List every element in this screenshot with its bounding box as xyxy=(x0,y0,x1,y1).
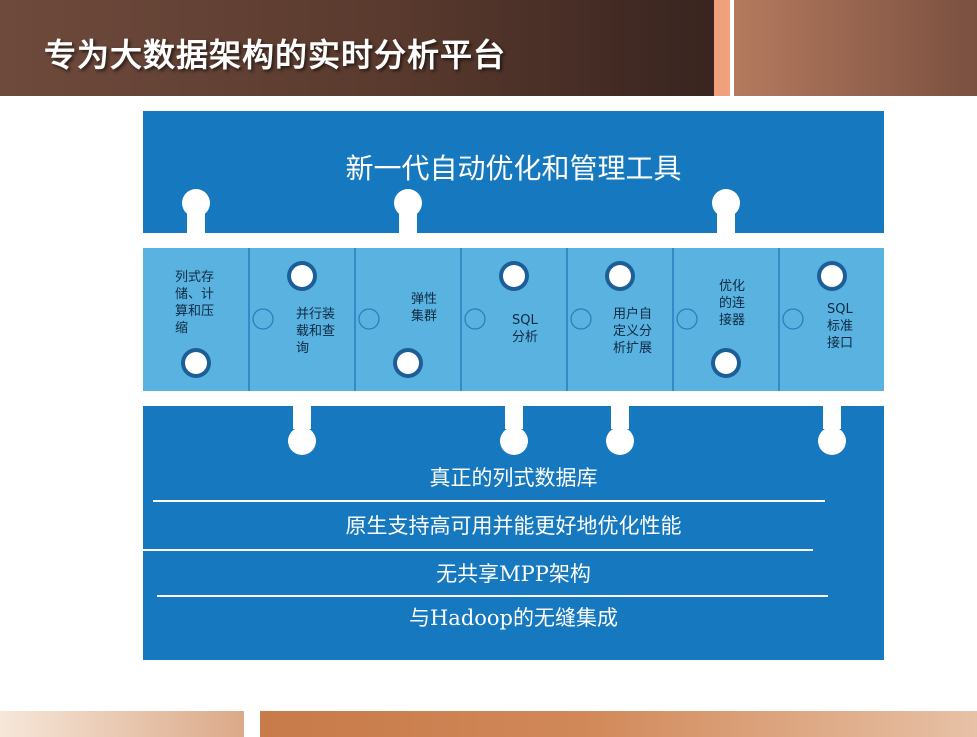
header-right-block xyxy=(734,0,977,96)
piece-label-line: 算和压 xyxy=(175,304,215,319)
piece-label-line: SQL xyxy=(512,313,538,328)
piece-label-line: 载和查 xyxy=(296,324,336,339)
piece-label-optimized-connectors: 优化 的连 接器 xyxy=(719,278,745,329)
footer-bar-right xyxy=(260,711,977,737)
bottom-sockets xyxy=(181,348,741,378)
side-nubs xyxy=(252,308,804,330)
top-sockets xyxy=(287,261,847,291)
top-knobs xyxy=(182,189,740,235)
piece-label-elastic-cluster: 弹性 集群 xyxy=(411,291,437,325)
puzzle-strip xyxy=(143,189,884,455)
piece-label-line: 缩 xyxy=(175,321,189,336)
feature-divider xyxy=(143,549,813,551)
piece-label-line: SQL xyxy=(827,302,853,317)
feature-divider xyxy=(157,595,828,597)
feature-panel: 新一代自动优化和管理工具 xyxy=(143,111,884,660)
header-divider xyxy=(730,0,734,96)
piece-label-line: 储、计 xyxy=(175,287,215,302)
piece-label-line: 并行装 xyxy=(296,307,336,322)
feature-shared-nothing-mpp: 无共享MPP架构 xyxy=(436,562,591,586)
piece-label-line: 析扩展 xyxy=(613,341,653,356)
feature-hadoop-integration: 与Hadoop的无缝集成 xyxy=(408,606,618,630)
piece-label-line: 分析 xyxy=(512,330,539,345)
header-accent-stripe xyxy=(714,0,730,96)
piece-label-sql-analysis: SQL 分析 xyxy=(512,312,538,346)
piece-label-line: 询 xyxy=(296,341,310,356)
feature-true-columnar-db: 真正的列式数据库 xyxy=(429,466,598,490)
piece-label-udf-extension: 用户自 定义分 析扩展 xyxy=(613,306,652,357)
piece-label-line: 列式存 xyxy=(175,270,215,285)
piece-label-columnar-storage: 列式存 储、计 算和压 缩 xyxy=(175,269,214,337)
piece-label-line: 的连 xyxy=(719,296,746,311)
slide-title: 专为大数据架构的实时分析平台 xyxy=(44,36,507,74)
piece-label-line: 接器 xyxy=(719,313,746,328)
piece-label-parallel-load: 并行装 载和查 询 xyxy=(296,306,335,357)
feature-native-ha: 原生支持高可用并能更好地优化性能 xyxy=(345,514,682,538)
piece-label-sql-standard-interface: SQL 标准 接口 xyxy=(827,301,853,352)
bottom-knobs xyxy=(288,391,846,455)
piece-label-line: 集群 xyxy=(411,309,438,324)
feature-divider xyxy=(153,500,825,502)
piece-label-line: 接口 xyxy=(827,336,854,351)
piece-label-line: 用户自 xyxy=(613,307,653,322)
piece-seams xyxy=(248,248,780,391)
footer-bar-left xyxy=(0,711,244,737)
piece-label-line: 定义分 xyxy=(613,324,653,339)
puzzle-top-edge xyxy=(143,233,884,248)
piece-label-line: 弹性 xyxy=(411,292,438,307)
piece-label-line: 标准 xyxy=(827,319,854,334)
piece-label-line: 优化 xyxy=(719,279,746,294)
panel-title: 新一代自动优化和管理工具 xyxy=(345,152,682,185)
